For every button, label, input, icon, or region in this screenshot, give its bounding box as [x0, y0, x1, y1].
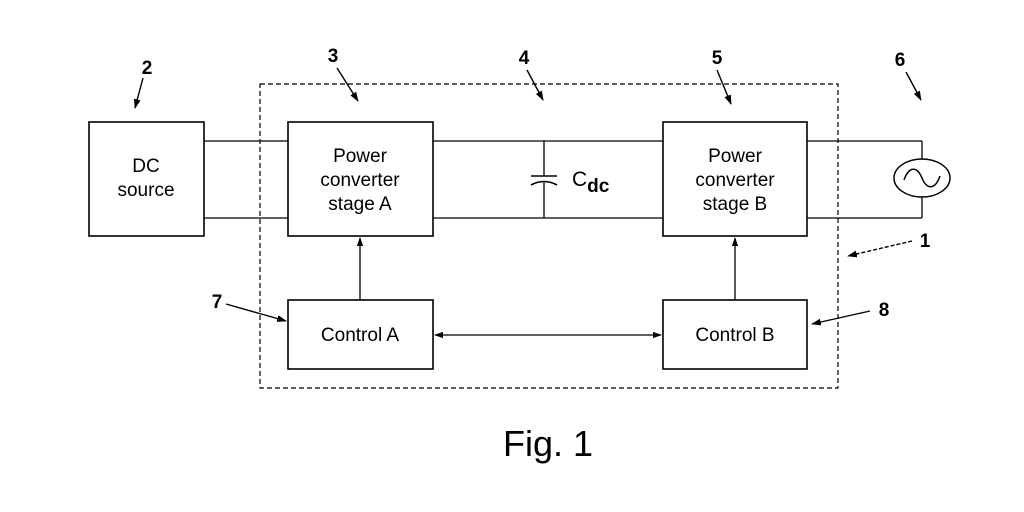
ref-numeral-8: 8	[879, 300, 890, 321]
ref-numeral-7: 7	[212, 292, 223, 313]
ref-numeral-3: 3	[328, 46, 339, 67]
power-converter-stage-b-block: Power converter stage B	[662, 121, 808, 237]
ref-numeral-2: 2	[142, 58, 153, 79]
ref-numeral-1: 1	[920, 231, 931, 252]
dc-source-label-line2: source	[117, 180, 174, 201]
dc-source-block: DC source	[88, 121, 205, 237]
stage-b-label-line2: converter	[695, 170, 775, 191]
dc-bus-wires	[204, 140, 923, 219]
ref-numeral-5: 5	[712, 48, 723, 69]
control-b-block: Control B	[662, 299, 808, 370]
control-b-label: Control B	[695, 325, 774, 346]
system-enclosure	[259, 83, 839, 389]
dc-source-label-line1: DC	[132, 156, 159, 177]
dc-link-capacitor	[530, 141, 558, 218]
figure-caption: Fig. 1	[503, 423, 593, 464]
control-a-block: Control A	[287, 299, 434, 370]
ref-numeral-4: 4	[519, 48, 530, 69]
ac-source-icon	[893, 158, 951, 198]
stage-a-label-line1: Power	[333, 146, 388, 167]
ref-numeral-6: 6	[895, 50, 906, 71]
stage-b-label-line1: Power	[708, 146, 763, 167]
power-converter-stage-a-block: Power converter stage A	[287, 121, 434, 237]
stage-b-label-line3: stage B	[703, 194, 767, 215]
stage-a-label-line2: converter	[320, 170, 400, 191]
reference-leaders	[133, 67, 922, 326]
control-a-label: Control A	[321, 325, 399, 346]
stage-a-label-line3: stage A	[328, 194, 392, 215]
capacitor-label: Cdc	[572, 168, 610, 197]
